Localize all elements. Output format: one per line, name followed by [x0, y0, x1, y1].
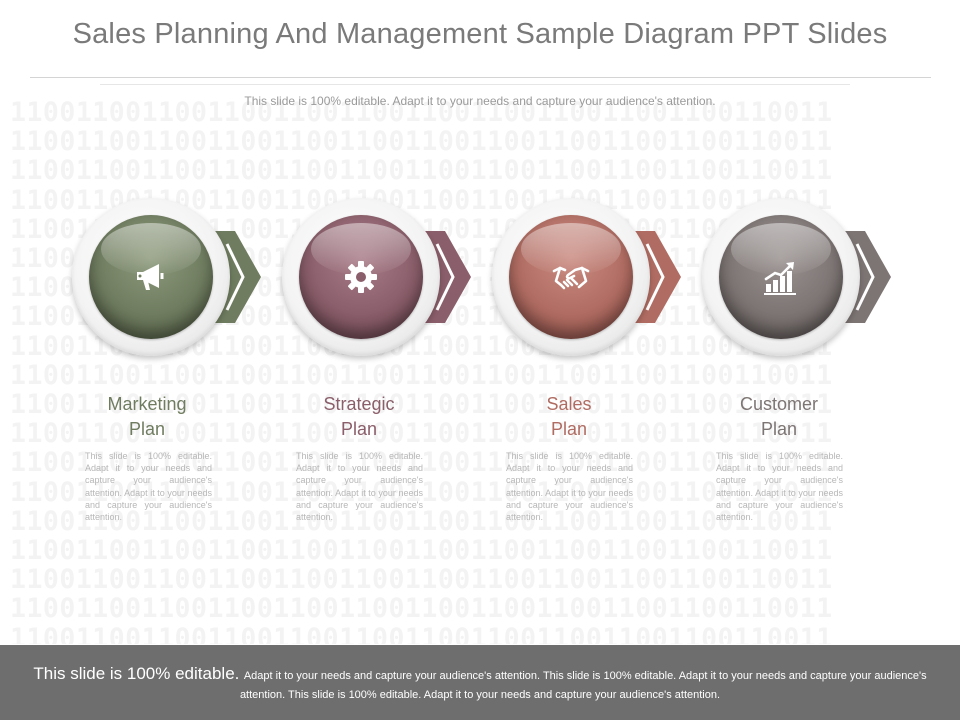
subtitle: This slide is 100% editable. Adapt it to…	[244, 94, 716, 108]
step-strategic-plan	[282, 198, 482, 368]
megaphone-icon	[137, 264, 164, 290]
step-label-marketing: Marketing Plan	[72, 392, 222, 442]
growth-chart-icon	[764, 262, 796, 295]
label-line1: Strategic	[323, 394, 395, 414]
gloss-highlight	[731, 223, 831, 275]
label-line1: Sales	[546, 394, 592, 414]
icon-ring	[492, 198, 650, 356]
label-line1: Marketing	[107, 394, 187, 414]
title-divider-secondary	[100, 84, 850, 85]
icon-ball	[719, 215, 843, 339]
step-label-sales: Sales Plan	[494, 392, 644, 442]
label-line2: Plan	[550, 419, 588, 439]
gloss-highlight	[521, 223, 621, 275]
label-line2: Plan	[340, 419, 378, 439]
icon-ball	[89, 215, 213, 339]
gloss-highlight	[101, 223, 201, 275]
footer-banner: This slide is 100% editable. Adapt it to…	[0, 645, 960, 720]
label-line1: Customer	[739, 394, 819, 414]
chevron-highlight	[645, 243, 665, 311]
chevron-highlight	[435, 243, 455, 311]
icon-ring	[702, 198, 860, 356]
handshake-icon	[552, 266, 590, 290]
step-description-strategic: This slide is 100% editable. Adapt it to…	[296, 451, 423, 523]
icon-ball	[299, 215, 423, 339]
step-label-strategic: Strategic Plan	[284, 392, 434, 442]
icon-ring	[282, 198, 440, 356]
step-customer-plan	[702, 198, 902, 368]
step-description-marketing: This slide is 100% editable. Adapt it to…	[85, 451, 212, 523]
label-line2: Plan	[760, 419, 798, 439]
footer-lead-text: This slide is 100% editable.	[33, 664, 240, 683]
process-diagram	[0, 198, 960, 378]
icon-ring	[72, 198, 230, 356]
footer-body-text: Adapt it to your needs and capture your …	[239, 670, 927, 701]
gear-icon	[345, 261, 377, 293]
step-sales-plan	[492, 198, 692, 368]
chevron-highlight	[225, 243, 245, 311]
step-description-sales: This slide is 100% editable. Adapt it to…	[506, 451, 633, 523]
step-marketing-plan	[72, 198, 272, 368]
title-divider	[30, 77, 931, 78]
step-description-customer: This slide is 100% editable. Adapt it to…	[716, 451, 843, 523]
step-label-customer: Customer Plan	[704, 392, 854, 442]
page-title: Sales Planning And Management Sample Dia…	[72, 18, 888, 50]
chevron-highlight	[855, 243, 875, 311]
icon-ball	[509, 215, 633, 339]
label-line2: Plan	[128, 419, 166, 439]
